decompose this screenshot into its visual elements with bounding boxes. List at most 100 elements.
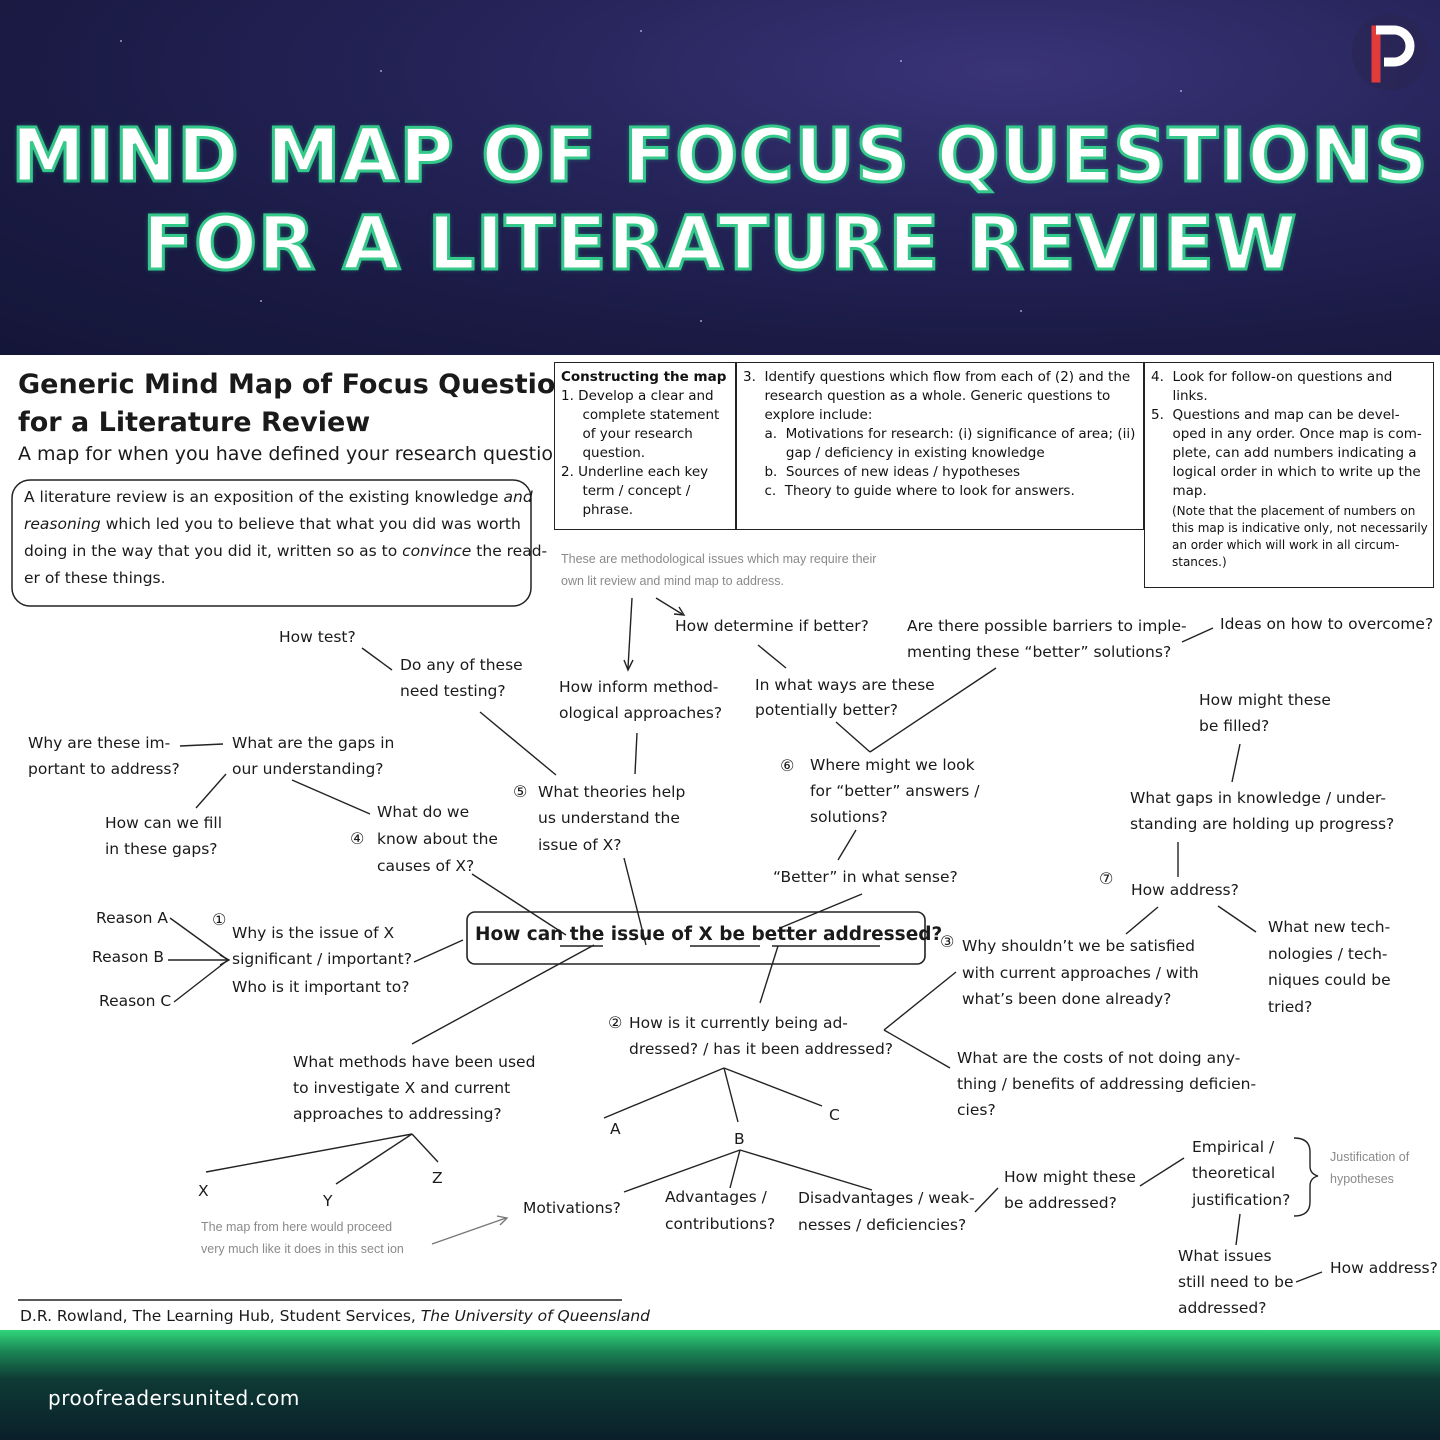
- number-2: ②: [608, 1013, 623, 1032]
- node-barriers-1: Are there possible barriers to imple-: [907, 617, 1187, 635]
- box2-line: research question as a whole. Generic qu…: [743, 388, 1111, 404]
- box3-line: 5. Questions and map can be devel-: [1151, 407, 1400, 423]
- node-c: C: [829, 1106, 840, 1124]
- node-reason-c: Reason C: [99, 992, 172, 1010]
- box2-line: gap / deficiency in existing knowledge: [743, 445, 1045, 461]
- node-a: A: [610, 1120, 621, 1138]
- node-issues-still-1: What issues: [1178, 1247, 1272, 1265]
- node-new-tech-3: niques could be: [1268, 971, 1391, 989]
- banner-title-line1: MIND MAP OF FOCUS QUESTIONS: [10, 112, 1429, 201]
- node-might-filled-1: How might these: [1199, 691, 1331, 709]
- node-why-significant-1: Why is the issue of X: [232, 924, 395, 942]
- node-methods-used-1: What methods have been used: [293, 1053, 536, 1071]
- star: [640, 30, 642, 32]
- node-disadvantages-2: nesses / deficiencies?: [798, 1216, 967, 1234]
- box3-line: 4. Look for follow-on questions and: [1151, 369, 1393, 385]
- central-node-box: [466, 911, 926, 965]
- node-better-sense: “Better” in what sense?: [773, 868, 958, 886]
- number-4: ④: [350, 829, 365, 848]
- box1-line: of your research: [561, 426, 693, 442]
- definition-line3: doing in the way that you did it, writte…: [24, 542, 548, 560]
- star: [380, 70, 382, 72]
- node-motivations: Motivations?: [523, 1199, 621, 1217]
- node-theories-1: What theories help: [538, 783, 686, 801]
- node-in-what-ways-2: potentially better?: [755, 701, 899, 719]
- node-issues-still-2: still need to be: [1178, 1273, 1294, 1291]
- central-question: How can the issue of X be better address…: [475, 924, 943, 945]
- box3-line: map.: [1151, 483, 1207, 499]
- box1-list: 1. Develop a clear and complete statemen…: [561, 387, 719, 520]
- node-where-look-3: solutions?: [810, 808, 888, 826]
- node-might-filled-2: be filled?: [1199, 717, 1270, 735]
- box2-line: c. Theory to guide where to look for ans…: [743, 483, 1075, 499]
- node-know-causes-2: know about the: [377, 830, 498, 848]
- node-costs-2: thing / benefits of addressing deficien-: [957, 1075, 1257, 1093]
- node-know-causes-1: What do we: [377, 803, 470, 821]
- box2-list: 3. Identify questions which flow from ea…: [743, 368, 1135, 501]
- box1-line: 2. Underline each key: [561, 464, 709, 480]
- box3-line: plete, can add numbers indicating a: [1151, 445, 1417, 461]
- box2-line: a. Motivations for research: (i) signifi…: [743, 426, 1136, 442]
- node-advantages-2: contributions?: [665, 1215, 776, 1233]
- node-how-address-7: How address?: [1131, 881, 1239, 899]
- box3-note-line: stances.): [1172, 555, 1227, 569]
- node-theories-2: us understand the: [538, 809, 680, 827]
- doc-heading-line2: for a Literature Review: [18, 407, 371, 438]
- node-costs-1: What are the costs of not doing any-: [957, 1049, 1241, 1067]
- node-gaps-knowledge-1: What gaps in knowledge / under-: [1130, 789, 1386, 807]
- node-how-address-final: How address?: [1330, 1259, 1438, 1277]
- banner-title-line2: FOR A LITERATURE REVIEW: [141, 200, 1298, 289]
- instruction-box-2: 3. Identify questions which flow from ea…: [736, 362, 1144, 530]
- node-x: X: [198, 1182, 209, 1200]
- node-advantages-1: Advantages /: [665, 1188, 767, 1206]
- box3-line: oped in any order. Once map is com-: [1151, 426, 1422, 442]
- node-new-tech-2: nologies / tech-: [1268, 945, 1388, 963]
- node-where-look-2: for “better” answers /: [810, 782, 980, 800]
- box3-note-line: (Note that the placement of numbers on: [1172, 504, 1416, 518]
- doc-heading-line1: Generic Mind Map of Focus Questions: [18, 369, 591, 400]
- number-5: ⑤: [513, 782, 528, 801]
- star: [1020, 310, 1022, 312]
- node-theories-3: issue of X?: [538, 836, 622, 854]
- box1-line: term / concept /: [561, 483, 691, 499]
- node-might-addressed-2: be addressed?: [1004, 1194, 1117, 1212]
- node-why-shouldnt-1: Why shouldn’t we be satisfied: [962, 937, 1195, 955]
- method-note-line1: These are methodological issues which ma…: [561, 552, 877, 566]
- node-gaps-understanding-2: our understanding?: [232, 760, 384, 778]
- node-barriers-2: menting these “better” solutions?: [907, 643, 1172, 661]
- node-need-testing-1: Do any of these: [400, 656, 523, 674]
- node-b: B: [734, 1130, 745, 1148]
- banner-title: MIND MAP OF FOCUS QUESTIONS FOR A LITERA…: [0, 112, 1440, 289]
- instruction-box-1: Constructing the map 1. Develop a clear …: [554, 362, 736, 530]
- node-y: Y: [323, 1192, 333, 1210]
- definition-line1: A literature review is an exposition of …: [24, 488, 533, 506]
- definition-box: [11, 479, 532, 607]
- node-how-test: How test?: [279, 628, 356, 646]
- node-empirical-3: justification?: [1192, 1191, 1291, 1209]
- number-3: ③: [940, 932, 955, 951]
- box1-line: complete statement: [561, 407, 720, 423]
- node-where-look-1: Where might we look: [810, 756, 975, 774]
- node-why-important-1: Why are these im-: [28, 734, 171, 752]
- box3-note: (Note that the placement of numbers on t…: [1172, 503, 1428, 571]
- node-gaps-understanding-1: What are the gaps in: [232, 734, 395, 752]
- box3-list: 4. Look for follow-on questions and link…: [1151, 368, 1422, 501]
- node-disadvantages-1: Disadvantages / weak-: [798, 1189, 975, 1207]
- node-know-causes-3: causes of X?: [377, 857, 475, 875]
- proceed-note-line2: very much like it does in this sect ion: [201, 1242, 404, 1256]
- node-why-shouldnt-2: with current approaches / with: [962, 964, 1199, 982]
- node-empirical-2: theoretical: [1192, 1164, 1276, 1182]
- node-overcome: Ideas on how to overcome?: [1220, 615, 1434, 633]
- banner: MIND MAP OF FOCUS QUESTIONS FOR A LITERA…: [0, 0, 1440, 355]
- star: [260, 300, 262, 302]
- box1-title: Constructing the map: [561, 369, 727, 385]
- node-new-tech-4: tried?: [1268, 998, 1313, 1016]
- node-z: Z: [432, 1169, 443, 1187]
- definition-line4: er of these things.: [24, 569, 166, 587]
- node-new-tech-1: What new tech-: [1268, 918, 1391, 936]
- node-reason-b: Reason B: [92, 948, 165, 966]
- star: [700, 320, 702, 322]
- node-reason-a: Reason A: [96, 909, 169, 927]
- node-issues-still-3: addressed?: [1178, 1299, 1267, 1317]
- site-link[interactable]: proofreadersunited.com: [48, 1386, 300, 1410]
